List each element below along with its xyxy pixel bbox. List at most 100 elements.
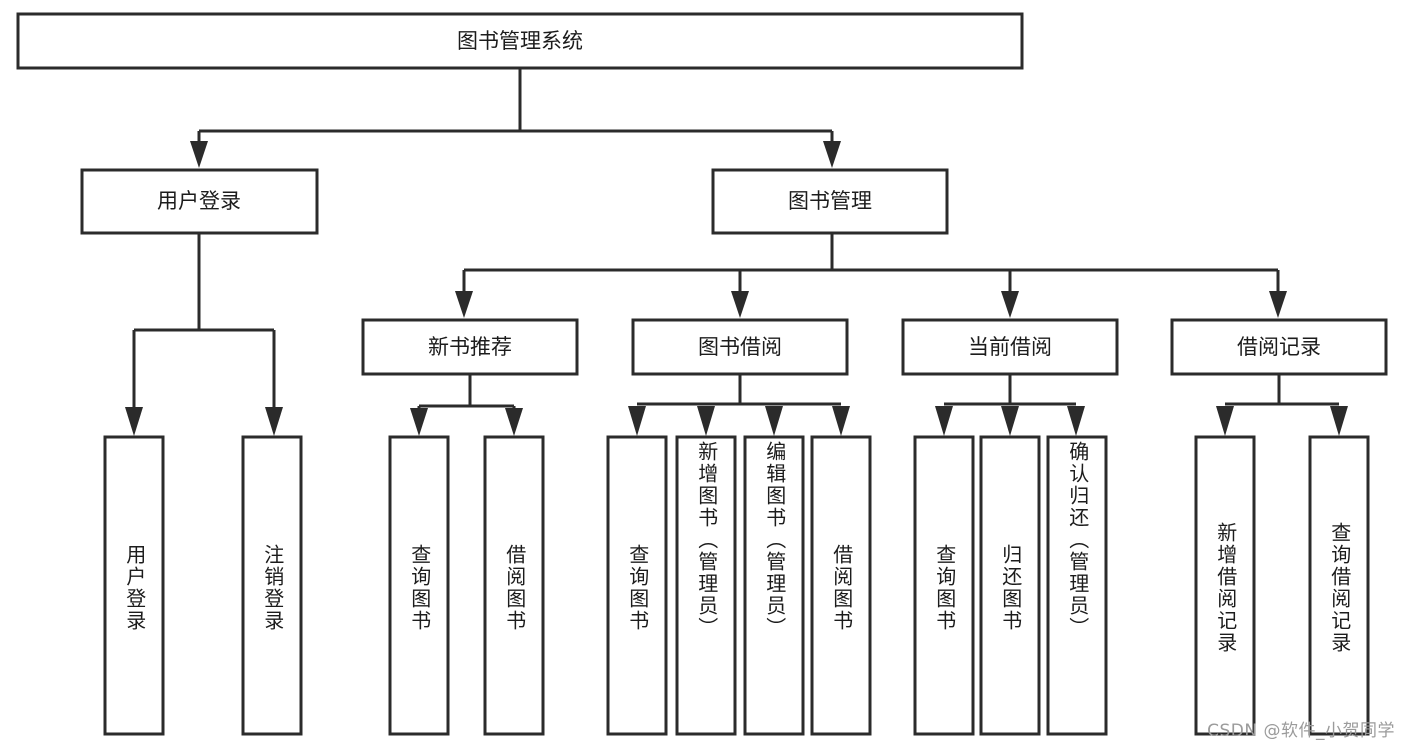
arrow-nbr-l2 — [505, 408, 523, 436]
connector-group-user-login — [125, 233, 283, 436]
leaf-query-book-1-label-wrap: 查询图书 — [407, 543, 432, 632]
node-new-book-rec-box[interactable] — [361, 318, 579, 376]
arrow-bm-to-book-borrow — [731, 291, 749, 318]
arrow-root-to-user-login — [190, 141, 208, 168]
node-book-borrow-label: 图书借阅 — [698, 335, 782, 359]
leaf-edit-book-label: 编辑图书（管理员） — [762, 441, 787, 639]
arrow-bm-to-borrow-record — [1269, 291, 1287, 318]
node-root-box[interactable] — [16, 12, 1024, 70]
node-borrow-record-box[interactable] — [1170, 318, 1388, 376]
leaf-query-record-label: 查询借阅记录 — [1327, 521, 1352, 654]
leaf-query-record-box[interactable] — [1308, 435, 1370, 736]
connector-group-current-borrow — [935, 374, 1085, 436]
node-book-manage-label: 图书管理 — [788, 189, 872, 213]
arrow-cb-l3 — [1067, 406, 1085, 436]
connector-group-new-book-rec — [410, 374, 523, 436]
node-current-borrow-box[interactable] — [901, 318, 1119, 376]
leaf-return-book-label-wrap: 归还图书 — [998, 543, 1023, 632]
node-book-borrow[interactable]: 图书借阅 — [631, 318, 849, 376]
arrow-bb-l1 — [628, 406, 646, 436]
connector-group-book-borrow — [628, 374, 850, 436]
leaf-user-login-label-wrap: 用户登录 — [122, 543, 147, 632]
leaf-return-book-box[interactable] — [979, 435, 1041, 736]
leaf-query-book-3-label: 查询图书 — [932, 543, 957, 632]
leaf-borrow-book-2-label-wrap: 借阅图书 — [829, 543, 854, 632]
node-book-manage[interactable]: 图书管理 — [711, 168, 949, 235]
leaf-query-book-3-label-wrap: 查询图书 — [932, 543, 957, 632]
node-root-label: 图书管理系统 — [457, 29, 583, 53]
arrow-br-l2 — [1330, 406, 1348, 436]
leaf-logout-label-wrap: 注销登录 — [260, 543, 285, 632]
leaf-add-book[interactable]: 新增图书（管理员） — [675, 435, 737, 736]
connector-group-borrow-record — [1216, 374, 1348, 436]
leaf-add-book-label-wrap: 新增图书（管理员） — [694, 441, 719, 639]
leaf-borrow-book-2-label: 借阅图书 — [829, 543, 854, 632]
connector-group-book-manage — [455, 233, 1287, 318]
node-user-login[interactable]: 用户登录 — [80, 168, 319, 235]
leaf-borrow-book-1-label-wrap: 借阅图书 — [502, 543, 527, 632]
leaf-add-record-box[interactable] — [1194, 435, 1256, 736]
arrow-bb-l2 — [697, 406, 715, 436]
node-borrow-record-label: 借阅记录 — [1237, 335, 1321, 359]
leaf-query-book-2-box[interactable] — [606, 435, 668, 736]
leaf-borrow-book-2[interactable]: 借阅图书 — [810, 435, 872, 736]
leaf-confirm-return-box[interactable] — [1046, 435, 1108, 736]
leaf-borrow-book-1-box[interactable] — [483, 435, 545, 736]
leaf-query-record[interactable]: 查询借阅记录 — [1308, 435, 1370, 736]
node-new-book-rec[interactable]: 新书推荐 — [361, 318, 579, 376]
leaf-borrow-book-1-label: 借阅图书 — [502, 543, 527, 632]
node-borrow-record[interactable]: 借阅记录 — [1170, 318, 1388, 376]
node-user-login-box[interactable] — [80, 168, 319, 235]
leaf-query-book-2[interactable]: 查询图书 — [606, 435, 668, 736]
leaf-add-record-label: 新增借阅记录 — [1213, 521, 1238, 654]
arrow-user-login-l2 — [265, 407, 283, 436]
leaf-confirm-return-label: 确认归还（管理员） — [1065, 441, 1090, 639]
leaf-borrow-book-2-box[interactable] — [810, 435, 872, 736]
node-current-borrow[interactable]: 当前借阅 — [901, 318, 1119, 376]
leaf-logout[interactable]: 注销登录 — [241, 435, 303, 736]
node-current-borrow-label: 当前借阅 — [968, 335, 1052, 359]
arrow-bb-l4 — [832, 406, 850, 436]
leaf-query-book-3-box[interactable] — [913, 435, 975, 736]
leaf-confirm-return[interactable]: 确认归还（管理员） — [1046, 435, 1108, 736]
leaf-query-book-1[interactable]: 查询图书 — [388, 435, 450, 736]
arrow-bb-l3 — [765, 406, 783, 436]
connector-group-root — [190, 68, 841, 168]
leaf-edit-book-label-wrap: 编辑图书（管理员） — [762, 441, 787, 639]
leaf-query-book-1-label: 查询图书 — [407, 543, 432, 632]
leaf-logout-box[interactable] — [241, 435, 303, 736]
node-new-book-rec-label: 新书推荐 — [428, 335, 512, 359]
node-user-login-label: 用户登录 — [157, 189, 241, 213]
leaf-query-book-1-box[interactable] — [388, 435, 450, 736]
leaf-user-login-box[interactable] — [103, 435, 165, 736]
arrow-root-to-book-manage — [823, 141, 841, 168]
leaf-borrow-book-1[interactable]: 借阅图书 — [483, 435, 545, 736]
leaf-query-record-label-wrap: 查询借阅记录 — [1327, 521, 1352, 654]
leaf-add-book-box[interactable] — [675, 435, 737, 736]
leaf-edit-book[interactable]: 编辑图书（管理员） — [743, 435, 805, 736]
leaf-query-book-2-label: 查询图书 — [625, 543, 650, 632]
leaf-query-book-2-label-wrap: 查询图书 — [625, 543, 650, 632]
leaf-logout-label: 注销登录 — [260, 543, 285, 632]
leaf-return-book-label: 归还图书 — [998, 543, 1023, 632]
leaf-confirm-return-label-wrap: 确认归还（管理员） — [1065, 441, 1090, 639]
leaf-add-record[interactable]: 新增借阅记录 — [1194, 435, 1256, 736]
leaf-user-login[interactable]: 用户登录 — [103, 435, 165, 736]
leaf-edit-book-box[interactable] — [743, 435, 805, 736]
leaf-add-record-label-wrap: 新增借阅记录 — [1213, 521, 1238, 654]
arrow-bm-to-new-book-rec — [455, 291, 473, 318]
leaf-add-book-label: 新增图书（管理员） — [694, 441, 719, 639]
node-root[interactable]: 图书管理系统 — [16, 12, 1024, 70]
leaf-return-book[interactable]: 归还图书 — [979, 435, 1041, 736]
leaf-user-login-label: 用户登录 — [122, 543, 147, 632]
arrow-bm-to-current-borrow — [1001, 291, 1019, 318]
node-book-manage-box[interactable] — [711, 168, 949, 235]
leaf-query-book-3[interactable]: 查询图书 — [913, 435, 975, 736]
arrow-cb-l2 — [1001, 406, 1019, 436]
arrow-br-l1 — [1216, 406, 1234, 436]
arrow-user-login-l1 — [125, 407, 143, 436]
node-book-borrow-box[interactable] — [631, 318, 849, 376]
arrow-nbr-l1 — [410, 408, 428, 436]
